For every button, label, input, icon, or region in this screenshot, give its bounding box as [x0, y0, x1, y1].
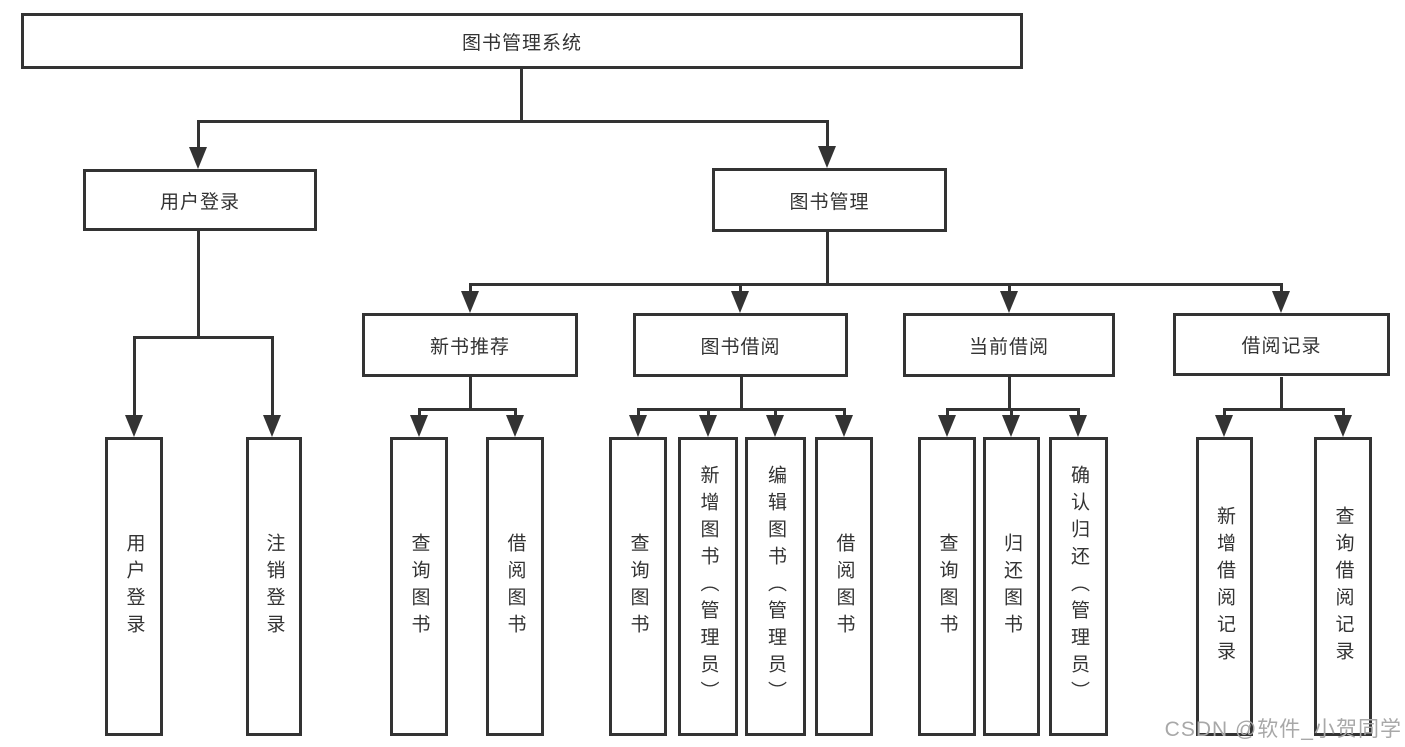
leaf-add-book-admin: 新增图书（管理员）: [678, 437, 738, 736]
node-current-borrow: 当前借阅: [903, 313, 1115, 377]
leaf-borrow-books-newbook: 借阅图书: [486, 437, 544, 736]
arrow-head: [938, 415, 956, 437]
leaf-label: 查询图书: [936, 532, 958, 641]
node-label: 图书管理系统: [461, 32, 582, 54]
node-book-management: 图书管理: [712, 168, 947, 232]
leaf-return-books: 归还图书: [983, 437, 1040, 736]
leaf-label: 确认归还（管理员）: [1068, 465, 1089, 708]
node-new-book-recommend: 新书推荐: [362, 313, 578, 377]
arrow-head: [125, 415, 143, 437]
connector-line: [1077, 408, 1080, 420]
connector-line: [740, 377, 743, 408]
leaf-label: 借阅图书: [504, 532, 526, 641]
arrow-head: [461, 291, 479, 313]
leaf-label: 编辑图书（管理员）: [765, 465, 786, 708]
arrow-head: [1215, 415, 1233, 437]
connector-line: [1223, 408, 1344, 411]
node-borrow-records: 借阅记录: [1173, 313, 1390, 376]
arrow-head: [629, 415, 647, 437]
connector-line: [271, 336, 274, 420]
leaf-label: 借阅图书: [833, 532, 855, 641]
connector-line: [418, 408, 516, 411]
connector-line: [637, 408, 845, 411]
arrow-head: [189, 147, 207, 169]
connector-line: [520, 69, 523, 120]
leaf-logout: 注销登录: [246, 437, 302, 736]
leaf-label: 新增借阅记录: [1214, 505, 1235, 668]
node-label: 借阅记录: [1241, 336, 1322, 357]
connector-line: [418, 408, 421, 420]
arrow-head: [263, 415, 281, 437]
connector-line: [1280, 377, 1283, 408]
connector-line: [1008, 283, 1011, 295]
arrow-head: [1000, 291, 1018, 313]
arrow-head: [835, 415, 853, 437]
connector-line: [197, 120, 200, 152]
leaf-label: 归还图书: [1001, 532, 1022, 641]
arrow-head: [1334, 415, 1352, 437]
leaf-label: 用户登录: [123, 532, 145, 641]
connector-line: [637, 408, 640, 420]
arrow-head: [818, 146, 836, 168]
leaf-label: 注销登录: [263, 532, 285, 641]
connector-line: [826, 120, 829, 152]
node-label: 用户登录: [159, 191, 240, 213]
connector-line: [1223, 408, 1226, 420]
leaf-query-books-newbook: 查询图书: [390, 437, 448, 736]
connector-line: [739, 283, 742, 295]
node-user-login: 用户登录: [83, 169, 317, 231]
connector-line: [469, 283, 1283, 286]
connector-line: [1010, 408, 1013, 420]
watermark: CSDN @软件_小贺同学: [1164, 718, 1402, 741]
node-library-system: 图书管理系统: [21, 13, 1023, 69]
node-label: 当前借阅: [968, 336, 1049, 358]
leaf-query-borrow-record: 查询借阅记录: [1314, 437, 1372, 736]
arrow-head: [1069, 415, 1087, 437]
arrow-head: [731, 291, 749, 313]
connector-line: [469, 377, 472, 408]
leaf-user-login: 用户登录: [105, 437, 163, 736]
leaf-label: 查询借阅记录: [1332, 505, 1354, 668]
connector-line: [1280, 283, 1283, 295]
leaf-edit-book-admin: 编辑图书（管理员）: [745, 437, 806, 736]
connector-line: [774, 408, 777, 420]
leaf-label: 查询图书: [408, 532, 430, 641]
node-book-borrow: 图书借阅: [633, 313, 848, 377]
arrow-head: [699, 415, 717, 437]
node-label: 新书推荐: [429, 336, 510, 358]
arrow-head: [766, 415, 784, 437]
connector-line: [946, 408, 949, 420]
connector-line: [826, 232, 829, 283]
arrow-head: [506, 415, 524, 437]
leaf-label: 新增图书（管理员）: [697, 465, 719, 708]
leaf-query-books-borrow: 查询图书: [609, 437, 667, 736]
connector-line: [133, 336, 136, 420]
connector-line: [1008, 377, 1011, 408]
leaf-confirm-return-admin: 确认归还（管理员）: [1049, 437, 1108, 736]
leaf-add-borrow-record: 新增借阅记录: [1196, 437, 1253, 736]
arrow-head: [410, 415, 428, 437]
arrow-head: [1272, 291, 1290, 313]
connector-line: [843, 408, 846, 420]
node-label: 图书借阅: [700, 336, 781, 358]
arrow-head: [1002, 415, 1020, 437]
connector-line: [197, 231, 200, 336]
connector-line: [133, 336, 273, 339]
leaf-borrow-books-borrow: 借阅图书: [815, 437, 873, 736]
node-label: 图书管理: [789, 191, 870, 213]
leaf-label: 查询图书: [627, 532, 649, 641]
connector-line: [707, 408, 710, 420]
connector-line: [469, 283, 472, 295]
connector-line: [514, 408, 517, 420]
connector-line: [1342, 408, 1345, 420]
leaf-query-books-current: 查询图书: [918, 437, 976, 736]
connector-line: [197, 120, 829, 123]
